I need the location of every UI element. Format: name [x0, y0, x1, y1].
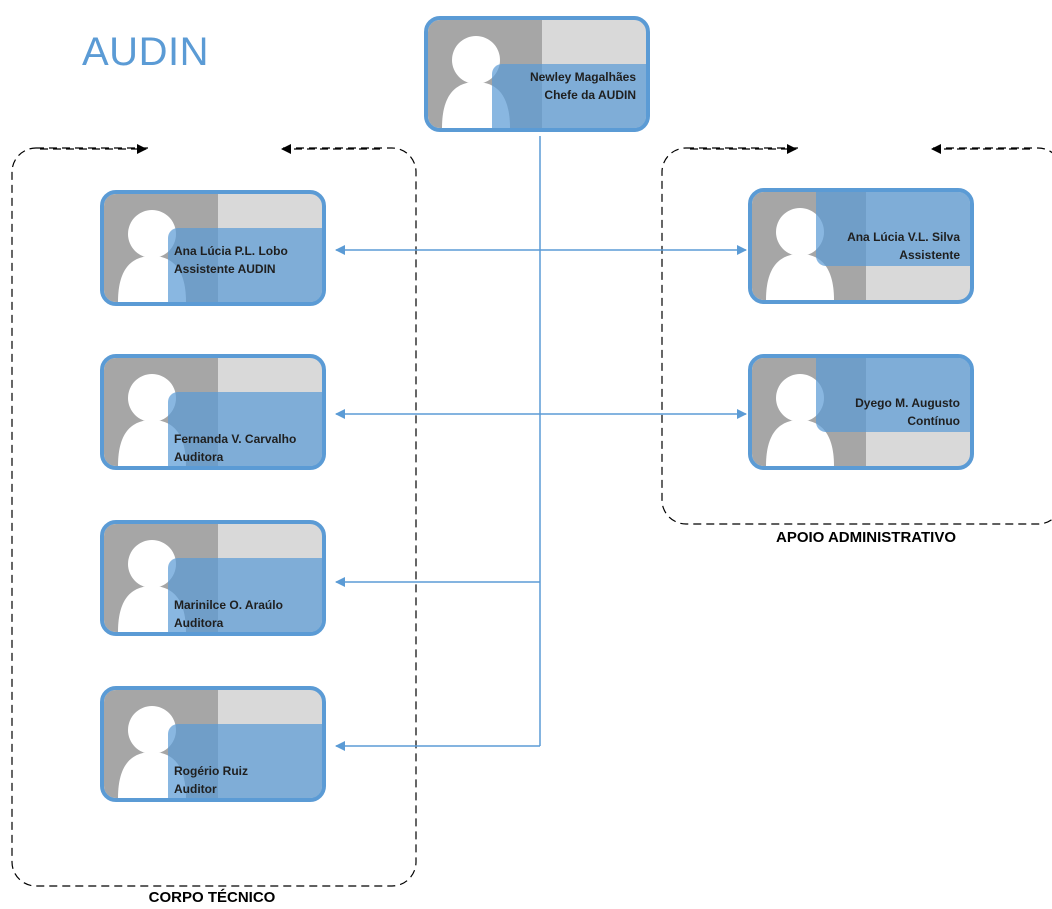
card-text: Ana Lúcia P.L. Lobo Assistente AUDIN	[174, 242, 288, 278]
card-apoio-administrativo-2[interactable]: Dyego M. Augusto Contínuo	[748, 354, 974, 470]
person-name: Fernanda V. Carvalho	[174, 432, 297, 446]
person-role: Chefe da AUDIN	[544, 88, 636, 102]
card-apoio-administrativo-1[interactable]: Ana Lúcia V.L. Silva Assistente	[748, 188, 974, 304]
card-corpo-tecnico-2[interactable]: Fernanda V. Carvalho Auditora	[100, 354, 326, 470]
person-role: Assistente	[899, 248, 960, 262]
name-band	[816, 192, 970, 266]
chart-title: AUDIN	[82, 30, 209, 74]
person-role: Contínuo	[907, 414, 960, 428]
person-role: Auditor	[174, 782, 217, 796]
name-band	[168, 392, 322, 466]
group-label-apoio-administrativo: APOIO ADMINISTRATIVO	[776, 529, 956, 546]
card-text: Newley Magalhães Chefe da AUDIN	[530, 68, 636, 104]
card-head[interactable]: Newley Magalhães Chefe da AUDIN	[424, 16, 650, 132]
card-text: Fernanda V. Carvalho Auditora	[174, 430, 296, 466]
card-text: Marinilce O. Araúlo Auditora	[174, 596, 283, 632]
card-corpo-tecnico-1[interactable]: Ana Lúcia P.L. Lobo Assistente AUDIN	[100, 190, 326, 306]
person-name: Newley Magalhães	[529, 70, 636, 84]
person-name: Ana Lúcia V.L. Silva	[847, 230, 960, 244]
name-band	[168, 558, 322, 632]
person-silhouette-icon	[766, 374, 834, 466]
card-corpo-tecnico-3[interactable]: Marinilce O. Araúlo Auditora	[100, 520, 326, 636]
card-text: Dyego M. Augusto Contínuo	[855, 394, 960, 430]
name-band	[168, 228, 322, 302]
person-name: Dyego M. Augusto	[855, 396, 960, 410]
group-box-corpo-tecnico	[11, 147, 417, 887]
name-band	[492, 64, 646, 128]
group-label-corpo-tecnico: CORPO TÉCNICO	[148, 889, 276, 906]
person-role: Auditora	[174, 616, 224, 630]
name-band	[168, 724, 322, 798]
person-silhouette-icon	[766, 208, 834, 300]
card-text: Ana Lúcia V.L. Silva Assistente	[847, 228, 960, 264]
person-name: Ana Lúcia P.L. Lobo	[174, 244, 288, 258]
person-role: Assistente AUDIN	[174, 262, 276, 276]
name-band	[816, 358, 970, 432]
person-role: Auditora	[174, 450, 224, 464]
card-corpo-tecnico-4[interactable]: Rogério Ruiz Auditor	[100, 686, 326, 802]
person-name: Rogério Ruiz	[174, 764, 248, 778]
person-name: Marinilce O. Araúlo	[174, 598, 283, 612]
card-text: Rogério Ruiz Auditor	[174, 762, 248, 798]
